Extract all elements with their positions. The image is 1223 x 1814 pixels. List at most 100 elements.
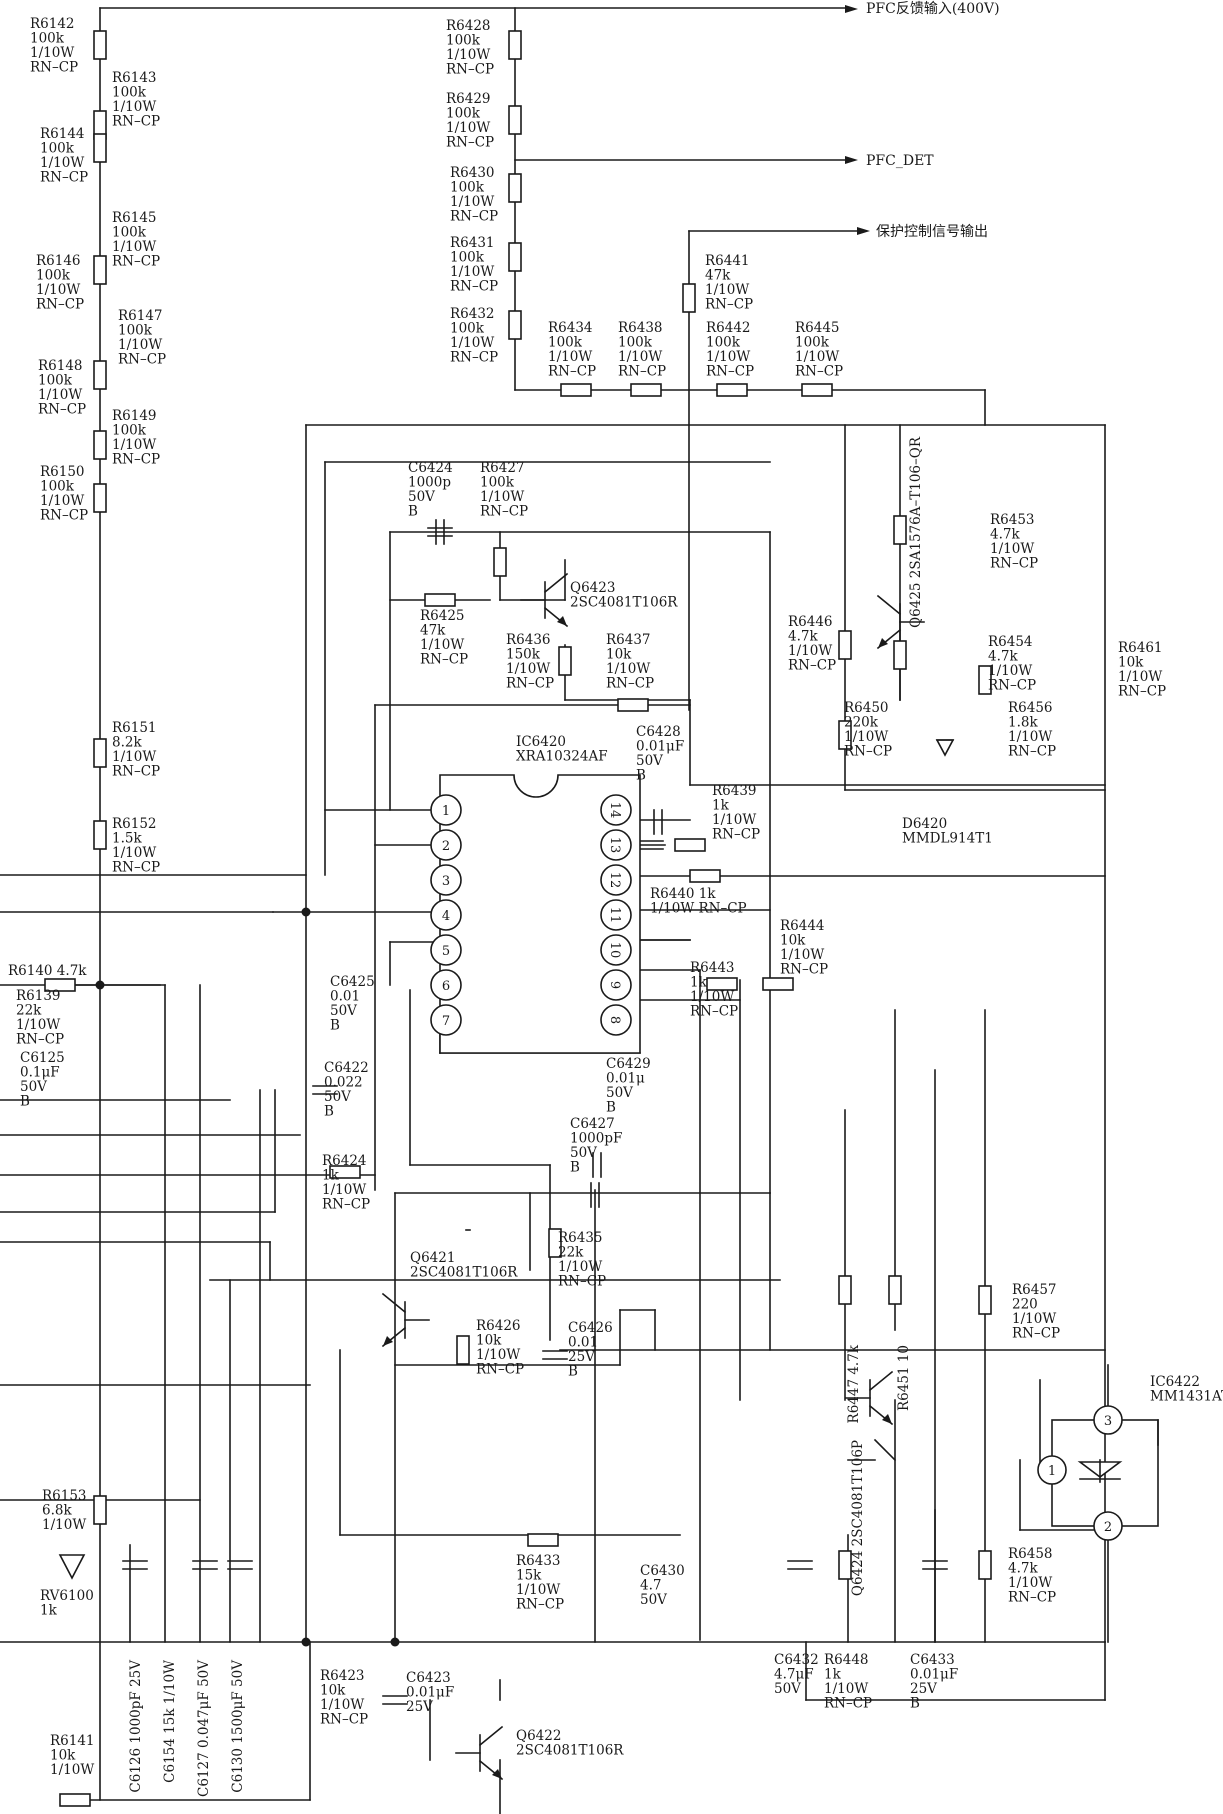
label-line: C6432 <box>774 1652 819 1668</box>
label-line: 100k <box>40 479 75 495</box>
label-line: 22k <box>558 1245 584 1261</box>
label-line: 0.01 <box>568 1335 598 1351</box>
label-line: 10k <box>320 1683 346 1699</box>
vlabel-c6130: C6130 1500μF 50V <box>230 1660 246 1793</box>
label-line: 1/10W <box>780 947 824 963</box>
label-line: 1/10W <box>690 989 734 1005</box>
label-line: 15k <box>516 1568 542 1584</box>
label-line: R6438 <box>618 320 663 336</box>
label-line: RN–CP <box>780 962 828 978</box>
label-line: R6140 4.7k <box>8 963 87 979</box>
label-line: 100k <box>38 373 73 389</box>
label-line: 2SC4081T106R <box>516 1743 624 1759</box>
label-line: 1/10W <box>706 349 750 365</box>
label-line: 1/10W <box>112 437 156 453</box>
vlabel-r6447: R6447 4.7k <box>846 1344 862 1423</box>
label-line: R6152 <box>112 816 157 832</box>
ic6420-pin: 13 <box>600 829 632 861</box>
label-line: 1/10W <box>112 749 156 765</box>
label-line: 1/10W <box>450 194 494 210</box>
signal-protect-out: 保护控制信号输出 <box>876 224 988 240</box>
component-labels: R6142100k1/10WRN–CPR6143100k1/10WRN–CPR6… <box>8 16 1223 1797</box>
label-line: R6424 <box>322 1153 367 1169</box>
label-line: R6441 <box>705 253 750 269</box>
ic6420-pin-label: 2 <box>442 839 450 854</box>
label-line: RN–CP <box>988 678 1036 694</box>
signal-pfc-det: PFC_DET <box>866 153 934 169</box>
label-line: 10k <box>780 933 806 949</box>
label-line: 50V <box>606 1085 633 1101</box>
label-line: 1/10W <box>16 1017 60 1033</box>
label-line: RN–CP <box>712 827 760 843</box>
label-line: 1.5k <box>112 831 142 847</box>
label-line: Q6421 <box>410 1250 455 1266</box>
label-line: RN–CP <box>320 1712 368 1728</box>
label-line: 0.1μF <box>20 1065 60 1081</box>
label-line: 100k <box>112 423 147 439</box>
label-line: RN–CP <box>824 1696 872 1712</box>
label-line: 100k <box>118 323 153 339</box>
label-line: 1/10W <box>118 337 162 353</box>
label-line: 50V <box>636 753 663 769</box>
label-line: 1/10W <box>988 663 1032 679</box>
label-line: MMDL914T1 <box>902 831 993 847</box>
label-line: R6440 1k <box>650 886 716 902</box>
label-line: XRA10324AF <box>516 749 608 765</box>
label-line: R6434 <box>548 320 593 336</box>
label-line: C6424 <box>408 460 453 476</box>
label-line: IC6420 <box>516 734 566 750</box>
label-line: RV6100 <box>40 1588 94 1604</box>
label-line: RN–CP <box>112 114 160 130</box>
label-line: R6146 <box>36 253 81 269</box>
label-line: 4.7μF <box>774 1667 814 1683</box>
ic6420-pin: 1 <box>430 794 462 826</box>
label-line: Q6423 <box>570 580 615 596</box>
label-line: R6454 <box>988 634 1033 650</box>
label-line: B <box>910 1696 920 1712</box>
label-line: RN–CP <box>844 744 892 760</box>
ic6420-pin-label: 13 <box>607 837 622 854</box>
label-line: 0.01 <box>330 989 360 1005</box>
label-line: 1/10W <box>446 120 490 136</box>
label-line: RN–CP <box>112 860 160 876</box>
label-line: 50V <box>774 1681 801 1697</box>
label-line: R6151 <box>112 720 157 736</box>
label-line: RN–CP <box>506 676 554 692</box>
label-line: 50V <box>640 1592 667 1608</box>
label-line: 1/10W <box>1012 1311 1056 1327</box>
label-line: 1/10W <box>618 349 662 365</box>
label-line: 1/10W <box>322 1182 366 1198</box>
ic6420-pin: 11 <box>600 899 632 931</box>
label-line: RN–CP <box>990 556 1038 572</box>
label-line: C6426 <box>568 1320 613 1336</box>
label-line: R6430 <box>450 165 495 181</box>
ic6422-pin: 1 <box>1037 1455 1067 1485</box>
label-line: 100k <box>112 85 147 101</box>
signal-pfc-feedback-in: PFC反馈输入(400V) <box>866 1 1000 17</box>
label-line: 50V <box>408 489 435 505</box>
ic6420-pin: 5 <box>430 934 462 966</box>
vlabel-c6127: C6127 0.047μF 50V <box>196 1660 212 1797</box>
ic6420-pin: 4 <box>430 899 462 931</box>
